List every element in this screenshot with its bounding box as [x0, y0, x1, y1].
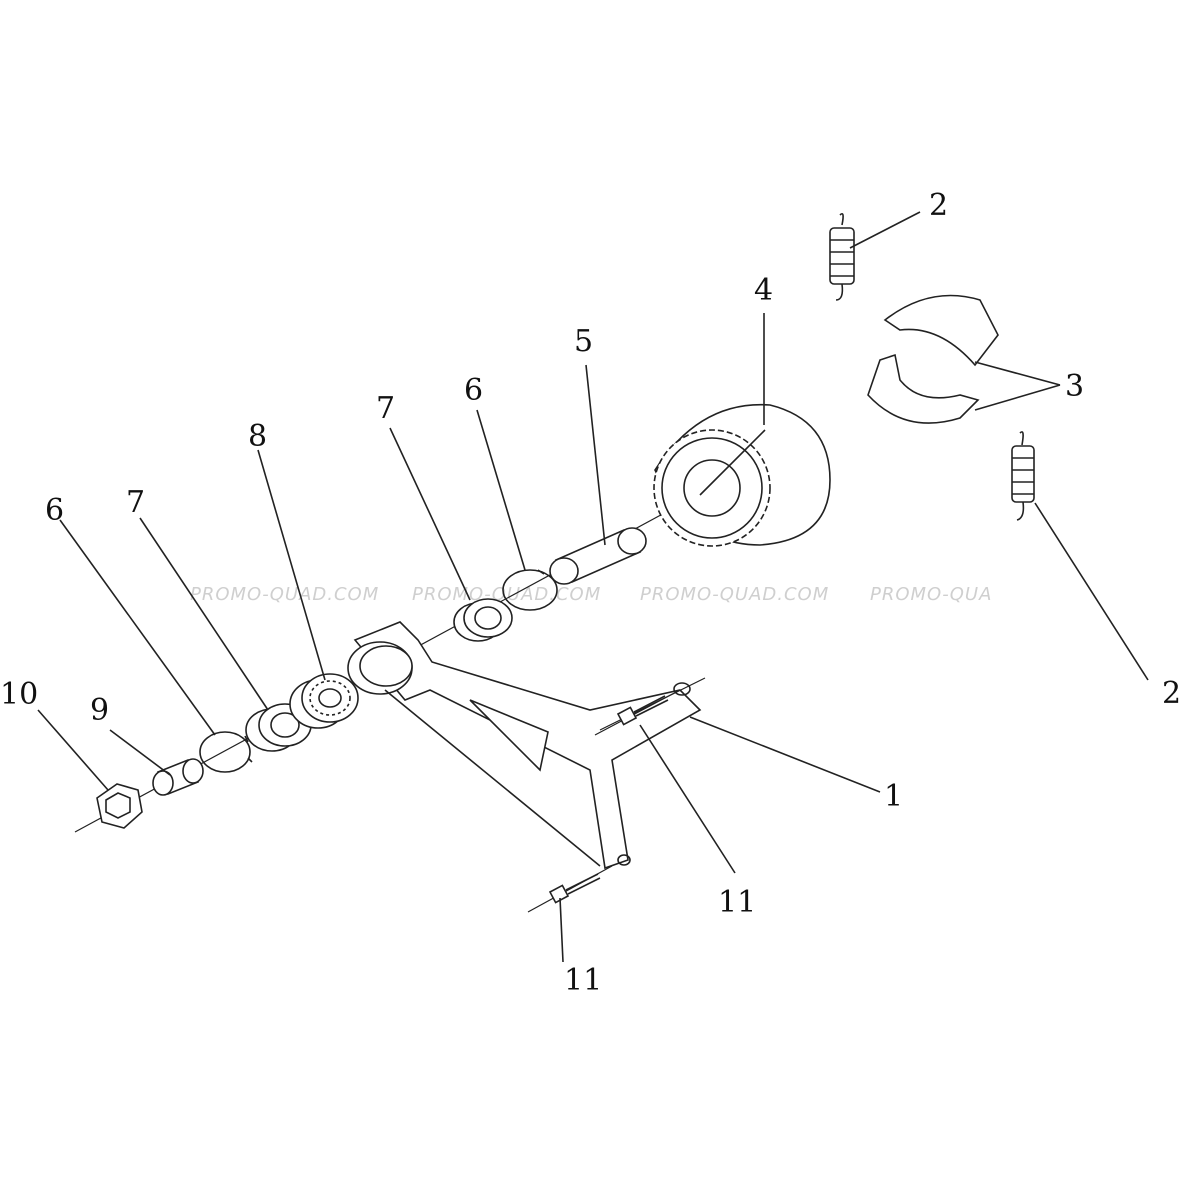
part-clutch-drum	[653, 403, 831, 547]
callout-label: 7	[376, 391, 395, 426]
part-bolt-lower	[527, 865, 613, 913]
callout-label: 8	[248, 419, 267, 454]
callout-label: 11	[564, 963, 602, 998]
callout-label: 2	[1162, 676, 1181, 711]
part-clutch-shoes	[867, 294, 999, 424]
leader-lines	[37, 211, 1149, 963]
callout-label: 11	[718, 885, 756, 920]
part-bolt-upper	[594, 689, 681, 736]
callout-label: 5	[574, 324, 593, 359]
part-sleeve	[549, 527, 647, 585]
callout-label: 6	[45, 493, 64, 528]
part-lever-arm	[347, 621, 706, 870]
part-circlip-upper	[502, 569, 558, 611]
callout-label: 6	[464, 373, 483, 408]
part-spring-upper	[829, 212, 855, 301]
callout-label: 2	[929, 188, 948, 223]
callout-label: 7	[126, 485, 145, 520]
callout-label: 1	[884, 779, 903, 814]
callout-label: 3	[1065, 369, 1084, 404]
callout-label: 10	[0, 677, 38, 712]
part-spring-lower	[1011, 431, 1035, 521]
watermark: PROMO-QUAD.COM	[190, 584, 379, 605]
watermark: PROMO-QUAD.COM	[412, 584, 601, 605]
callout-label: 4	[754, 273, 773, 308]
part-nut	[96, 783, 143, 829]
part-washer-lower	[245, 703, 312, 752]
part-circlip-lower	[199, 731, 253, 773]
part-bearing	[289, 673, 359, 729]
callout-label: 9	[90, 693, 109, 728]
part-bushing-small	[152, 758, 204, 796]
watermark: PROMO-QUA	[870, 584, 992, 605]
watermark: PROMO-QUAD.COM	[640, 584, 829, 605]
part-washer-upper	[453, 598, 513, 642]
